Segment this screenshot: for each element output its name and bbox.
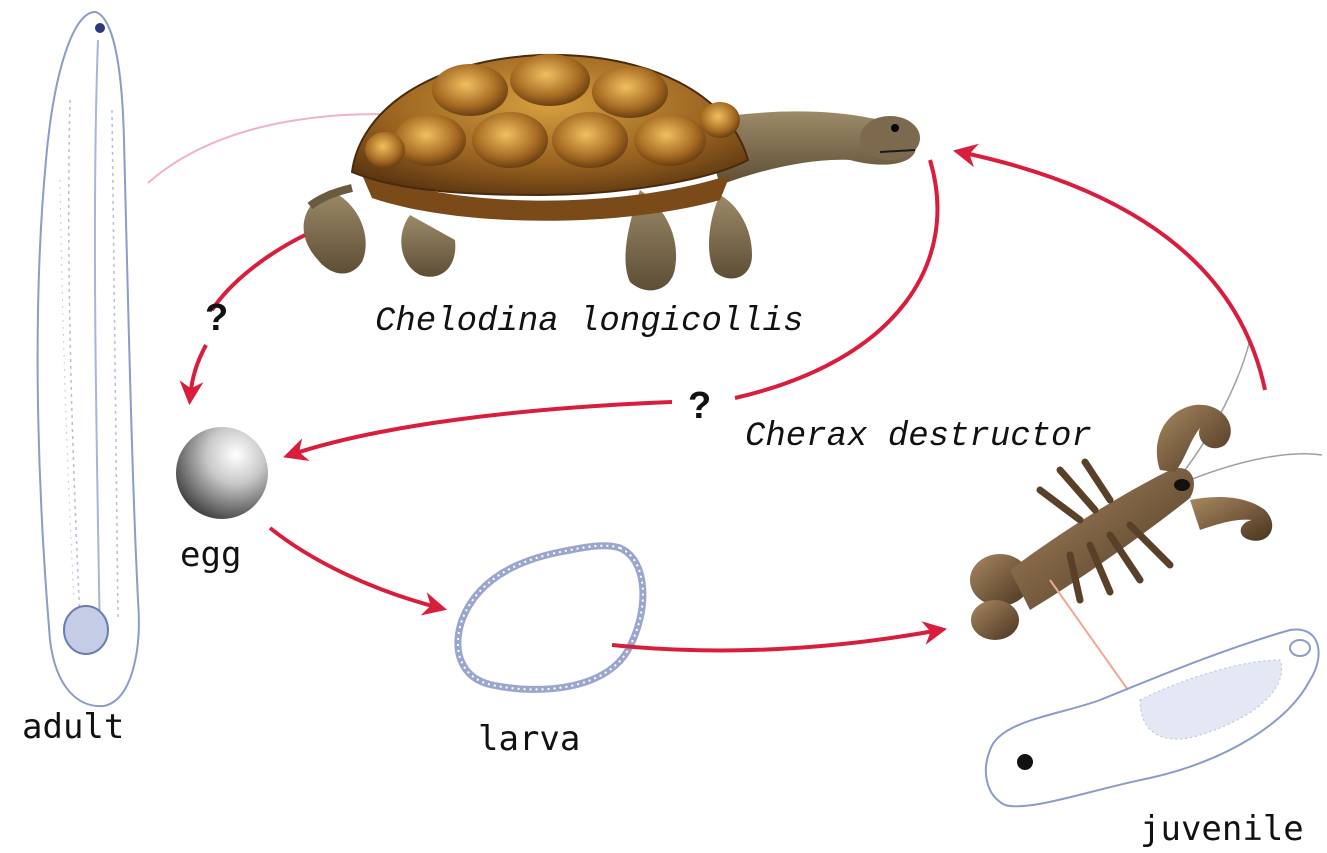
turtle-illustration [304,54,920,290]
egg-label: egg [180,535,241,575]
question-mark-return-path: ? [688,385,711,427]
juvenile-illustration [986,629,1319,806]
arrow-question-to-egg-return [290,402,672,455]
egg-illustration [176,427,268,519]
arrow-egg-to-larva [270,528,440,608]
arrow-crayfish-to-turtle [960,152,1265,390]
crayfish-illustration [970,340,1322,640]
juvenile-label: juvenile [1140,809,1304,849]
larva-label: larva [478,719,580,759]
larva-illustration [458,546,643,690]
crayfish-to-juvenile-link [1050,580,1128,690]
arrow-larva-to-crayfish [612,630,940,650]
adult-label: adult [22,707,124,747]
adult-fluke-illustration [38,12,139,706]
arrow-question-to-egg [190,345,206,398]
crayfish-species-label: Cherax destructor [745,418,1092,456]
arrow-turtle-down-to-question [735,160,937,398]
question-mark-egg-path: ? [205,297,228,339]
turtle-species-label: Chelodina longicollis [375,303,803,341]
